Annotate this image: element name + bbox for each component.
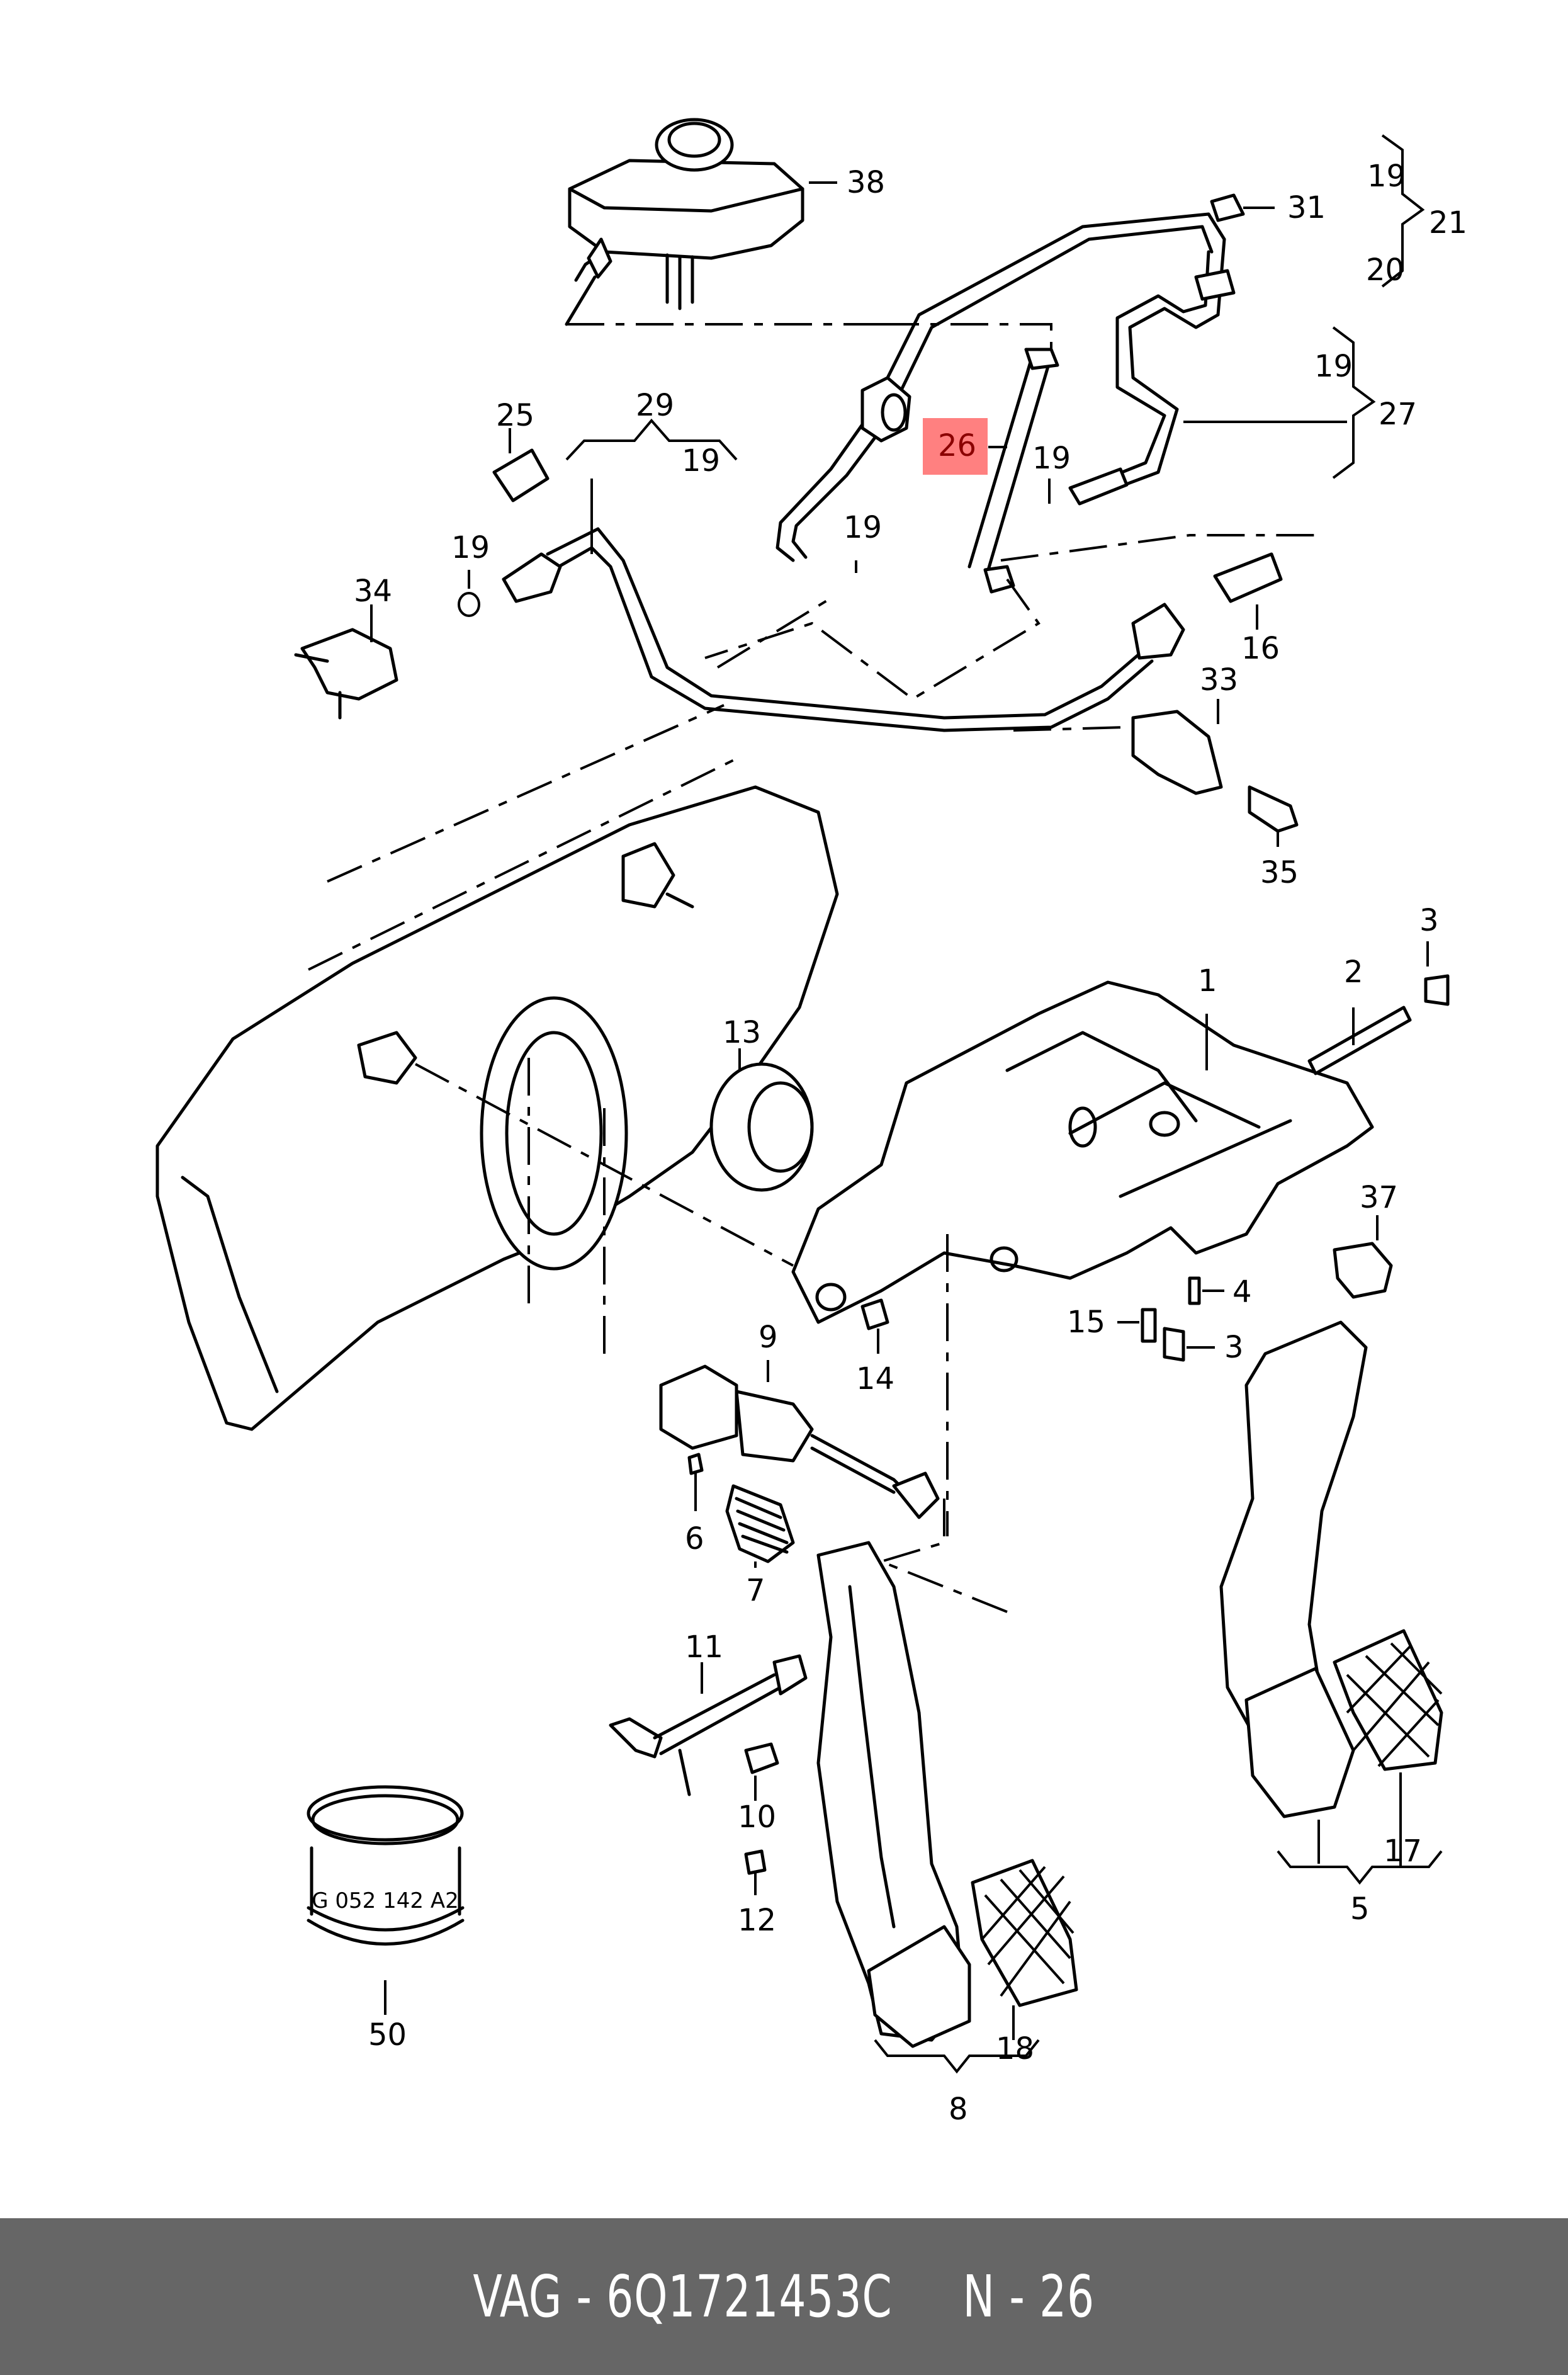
switch-9 — [659, 1364, 940, 1519]
part-37 — [1333, 1242, 1393, 1299]
brake-fluid-reservoir — [565, 118, 1052, 353]
label-37[interactable]: 37 — [1360, 1180, 1398, 1215]
label-26-highlighted[interactable]: 26 — [938, 428, 976, 463]
part-10 — [744, 1742, 779, 1774]
pedal-bracket-1 — [791, 980, 1374, 1324]
label-5[interactable]: 5 — [1350, 1891, 1370, 1927]
parts-diagram: G 052 142 A2 — [155, 118, 1467, 2127]
label-38[interactable]: 38 — [847, 165, 885, 200]
label-50[interactable]: 50 — [368, 2017, 407, 2053]
label-7[interactable]: 7 — [746, 1573, 765, 1608]
label-15[interactable]: 15 — [1067, 1305, 1105, 1340]
label-18[interactable]: 18 — [996, 2031, 1034, 2066]
label-16[interactable]: 16 — [1241, 631, 1280, 666]
label-19-29[interactable]: 19 — [682, 443, 720, 479]
label-6[interactable]: 6 — [685, 1521, 704, 1556]
part-34 — [294, 592, 480, 720]
part-25 — [492, 448, 550, 502]
part-50: G 052 142 A2 — [307, 1785, 465, 1946]
label-33[interactable]: 33 — [1200, 662, 1238, 698]
part-12 — [744, 1849, 767, 1875]
label-19-mid[interactable]: 19 — [843, 510, 882, 545]
label-19-hose[interactable]: 19 — [1032, 441, 1071, 476]
label-8[interactable]: 8 — [949, 2092, 968, 2127]
bracket-33 — [1131, 710, 1299, 833]
label-13[interactable]: 13 — [723, 1015, 761, 1050]
part-13 — [709, 1062, 814, 1192]
label-17[interactable]: 17 — [1384, 1834, 1422, 1869]
label-29[interactable]: 29 — [636, 388, 674, 423]
leader-lines — [370, 181, 1429, 2040]
bolt-2 — [1307, 1006, 1412, 1075]
label-1[interactable]: 1 — [1198, 963, 1217, 999]
label-3-top[interactable]: 3 — [1419, 903, 1439, 938]
label-19-27[interactable]: 19 — [1314, 349, 1353, 384]
label-2[interactable]: 2 — [1344, 955, 1363, 990]
label-19-left[interactable]: 19 — [451, 530, 490, 565]
hose-assembly — [704, 193, 1322, 701]
clip-3-top — [1424, 974, 1450, 1006]
label-4[interactable]: 4 — [1232, 1274, 1252, 1310]
footer-bar: VAG - 6Q1721453C N - 26 — [0, 2218, 1568, 2375]
screw-4 — [1188, 1276, 1201, 1305]
label-12[interactable]: 12 — [738, 1903, 776, 1938]
label-27[interactable]: 27 — [1379, 397, 1417, 432]
brake-pipe — [502, 527, 1283, 732]
firewall-panel — [155, 704, 839, 1431]
footer-part-info: VAG - 6Q1721453C N - 26 — [473, 2263, 1095, 2330]
nut-14 — [860, 1298, 889, 1330]
part-50-marking: G 052 142 A2 — [312, 1888, 458, 1913]
label-19-top[interactable]: 19 — [1367, 159, 1406, 194]
label-20[interactable]: 20 — [1366, 252, 1404, 288]
label-31[interactable]: 31 — [1287, 190, 1326, 225]
spring-7 — [725, 1484, 795, 1563]
bracket-marks — [565, 134, 1443, 2074]
label-10[interactable]: 10 — [738, 1800, 776, 1835]
label-34[interactable]: 34 — [354, 574, 392, 609]
callout-labels: 38 31 19 21 20 19 27 26 19 19 29 19 25 1… — [354, 159, 1467, 2127]
label-25[interactable]: 25 — [496, 398, 534, 433]
label-11[interactable]: 11 — [685, 1630, 723, 1665]
brake-pedal-5 — [1219, 1320, 1443, 1818]
rod-11 — [609, 1654, 808, 1796]
label-9[interactable]: 9 — [759, 1320, 778, 1355]
label-3-bottom[interactable]: 3 — [1224, 1330, 1244, 1365]
label-21[interactable]: 21 — [1429, 205, 1467, 241]
label-14[interactable]: 14 — [856, 1361, 894, 1397]
label-35[interactable]: 35 — [1260, 855, 1299, 890]
clip-3-bottom — [1163, 1327, 1185, 1362]
highlight-box — [923, 418, 988, 475]
screw-15 — [1141, 1308, 1157, 1343]
clutch-pedal-8 — [816, 1541, 1078, 2048]
